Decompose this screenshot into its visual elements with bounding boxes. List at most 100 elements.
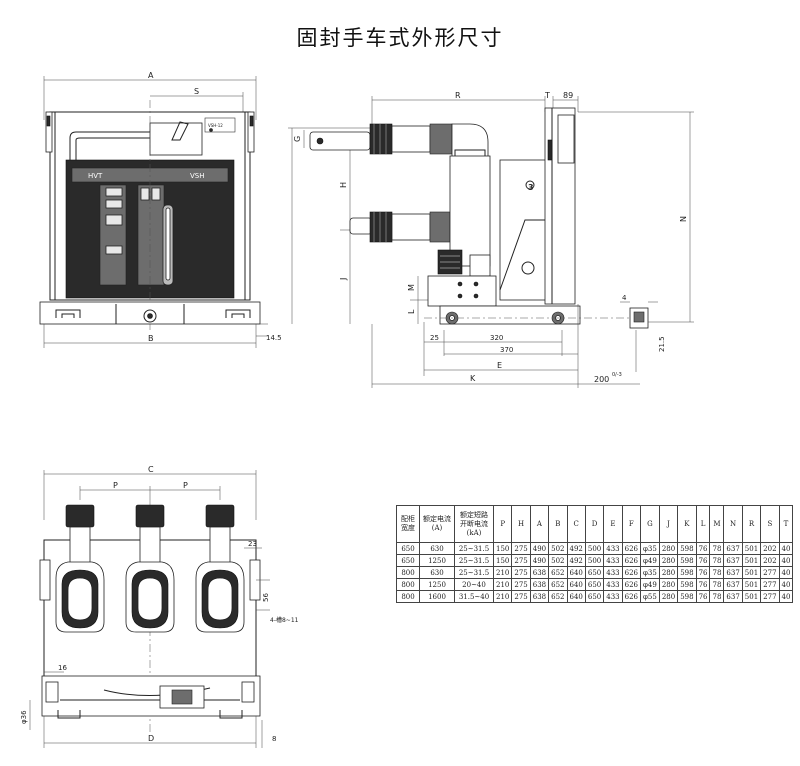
spec-header-cell: R [741,505,762,543]
svg-text:VSH-12: VSH-12 [208,123,223,128]
table-cell: 280 [658,566,679,579]
table-cell: 626 [621,542,642,555]
dim-E: E [497,361,502,370]
bottom-view: C P P [20,465,299,748]
table-cell: 76 [695,578,711,591]
table-cell: 637 [723,566,743,579]
table-cell: 280 [658,590,679,603]
table-cell: 501 [741,578,762,591]
table-cell: 25~31.5 [454,554,494,567]
spec-header-cell: B [548,505,568,543]
table-cell: 637 [723,542,743,555]
table-cell: 202 [760,542,780,555]
table-cell: 500 [584,542,605,555]
table-cell: 31.5~40 [454,590,494,603]
table-cell: 275 [511,554,531,567]
table-cell: 502 [548,542,568,555]
table-cell: 650 [584,566,605,579]
table-cell: 433 [603,578,623,591]
table-cell: 500 [584,554,605,567]
dim-M: M [407,284,416,291]
table-cell: 76 [695,542,711,555]
table-cell: 277 [760,566,780,579]
table-cell: 626 [621,566,642,579]
table-cell: 638 [529,566,550,579]
table-cell: 76 [695,554,711,567]
table-cell: 490 [529,554,550,567]
dim-H: H [339,182,348,188]
table-cell: 650 [396,542,420,555]
dim-K: K [470,374,476,383]
table-cell: φ35 [640,566,660,579]
table-cell: 630 [419,542,455,555]
spec-header-cell: S [760,505,780,543]
table-cell: 492 [566,542,586,555]
table-cell: 652 [548,578,568,591]
table-cell: 800 [396,590,420,603]
table-cell: 78 [709,566,725,579]
table-cell: 210 [492,578,513,591]
spec-header-cell: 额定短路开断电流(kA) [454,505,494,543]
table-cell: 78 [709,554,725,567]
dim-B: B [148,334,154,343]
table-cell: 275 [511,590,531,603]
dim-P-right: P [183,481,188,490]
table-cell: 637 [723,578,743,591]
table-cell: 626 [621,554,642,567]
table-cell: 78 [709,542,725,555]
spec-header-cell: G [640,505,660,543]
dim-25: 25 [430,334,439,342]
table-cell: 25~31.5 [454,566,494,579]
table-cell: 433 [603,554,623,567]
table-cell: 1600 [419,590,455,603]
table-cell: 202 [760,554,780,567]
dim-200: 200 [594,375,609,384]
table-cell: 640 [566,578,586,591]
dim-N: N [679,216,688,222]
table-cell: 210 [492,590,513,603]
spec-header-cell: 配柜宽度 [396,505,420,543]
dim-L: L [407,309,416,314]
table-cell: 637 [723,590,743,603]
pole-right [195,504,245,633]
spec-header-cell: J [658,505,679,543]
table-cell: 598 [677,554,697,567]
table-cell: 640 [566,566,586,579]
dim-P-left: P [113,481,118,490]
table-cell: 501 [741,554,762,567]
table-cell: φ35 [640,542,660,555]
table-cell: 40 [778,578,794,591]
table-cell: 150 [492,542,513,555]
table-cell: 800 [396,566,420,579]
dim-320: 320 [490,334,503,342]
dim-A: A [148,71,154,80]
table-cell: 275 [511,566,531,579]
table-cell: 277 [760,578,780,591]
table-cell: 501 [741,590,762,603]
table-cell: 638 [529,578,550,591]
table-cell: 76 [695,590,711,603]
dim-G: G [293,136,302,142]
table-cell: 630 [419,566,455,579]
table-cell: 501 [741,566,762,579]
spec-header-cell: N [723,505,743,543]
table-cell: 433 [603,566,623,579]
spec-header-cell: K [677,505,697,543]
front-view: A S VSH-12 HVT VSH [39,71,282,348]
dim-J: J [339,278,348,281]
table-cell: 650 [396,554,420,567]
dim-T: T [544,91,550,100]
dim-56: 56 [262,593,270,602]
table-cell: 652 [548,590,568,603]
table-cell: 150 [492,554,513,567]
table-cell: 280 [658,578,679,591]
table-cell: 490 [529,542,550,555]
hole-note: 4-槽8~11 [270,616,299,624]
dim-36: φ36 [20,710,28,724]
table-cell: 40 [778,566,794,579]
